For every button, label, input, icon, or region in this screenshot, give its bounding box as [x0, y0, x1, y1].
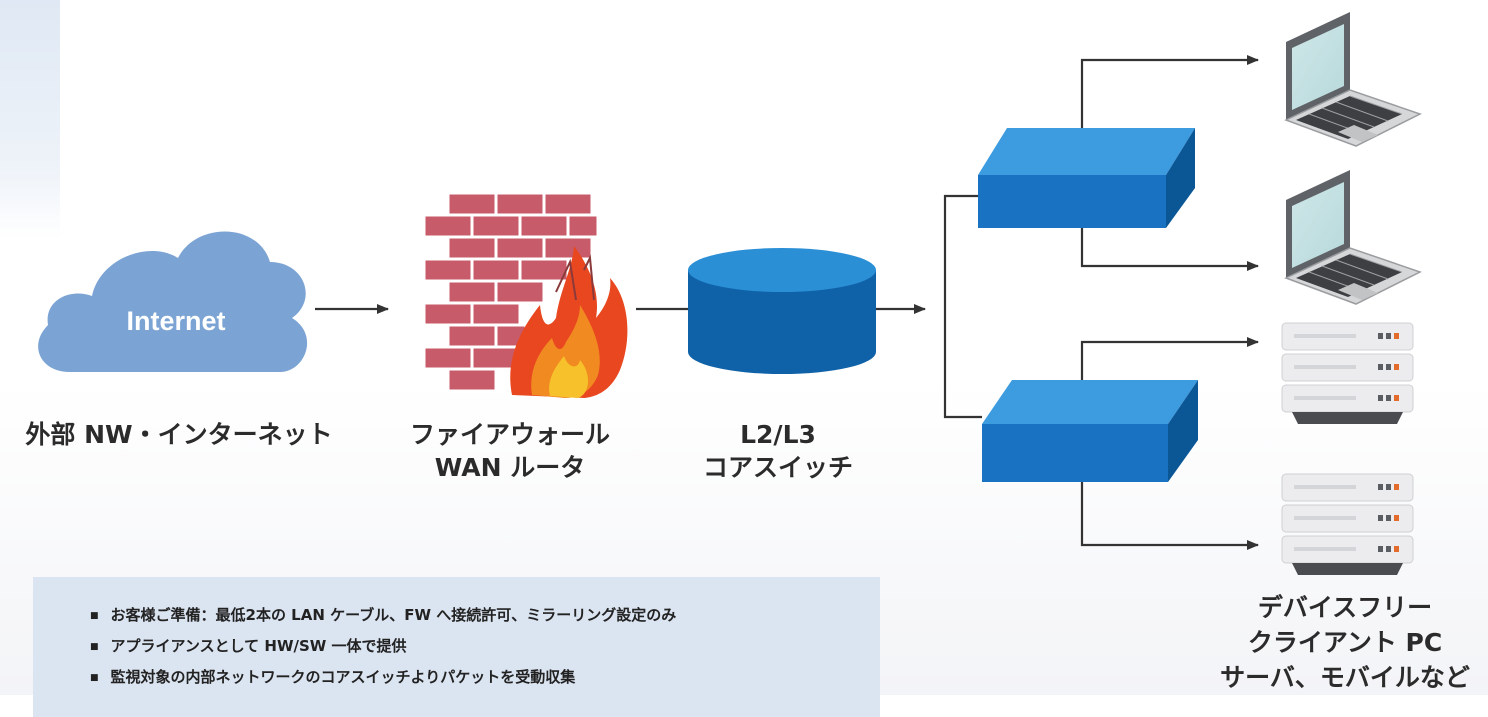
core-switch-caption: L2/L3 コアスイッチ — [702, 420, 853, 482]
devices-caption: デバイスフリー クライアント PC サーバ、モバイルなど — [1220, 593, 1470, 692]
upper-switch — [978, 128, 1195, 228]
note-item: お客様ご準備：最低2本の LAN ケーブル、FW へ接続許可、ミラーリング設定の… — [90, 601, 880, 632]
notes-box: お客様ご準備：最低2本の LAN ケーブル、FW へ接続許可、ミラーリング設定の… — [33, 577, 880, 717]
cloud-text: Internet — [126, 306, 225, 336]
arrow-to-server-1 — [1080, 337, 1259, 380]
laptop-icon — [1285, 11, 1421, 147]
network-diagram: Internet — [38, 11, 1421, 576]
arrow-to-server-2 — [1080, 482, 1259, 550]
laptop-icon — [1285, 169, 1421, 305]
note-item: アプライアンスとして HW/SW 一体で提供 — [90, 632, 880, 663]
note-item: 監視対象の内部ネットワークのコアスイッチよりパケットを受動収集 — [90, 663, 880, 694]
server-icon — [1281, 322, 1414, 425]
server-icon — [1281, 473, 1414, 576]
arrow-to-laptop-2 — [1080, 228, 1259, 271]
internet-caption: 外部 NW・インターネット — [25, 420, 333, 449]
firewall-icon — [422, 191, 628, 398]
firewall-caption: ファイアウォール WAN ルータ — [409, 420, 610, 482]
arrow-to-laptop-1 — [1080, 55, 1259, 128]
core-switch-icon — [688, 248, 876, 374]
distribution-bracket — [943, 194, 982, 419]
lower-switch — [982, 380, 1198, 482]
notes-list: お客様ご準備：最低2本の LAN ケーブル、FW へ接続許可、ミラーリング設定の… — [33, 577, 880, 694]
internet-cloud: Internet — [38, 231, 308, 372]
connectors — [315, 55, 1259, 550]
corner-accent — [0, 0, 60, 240]
